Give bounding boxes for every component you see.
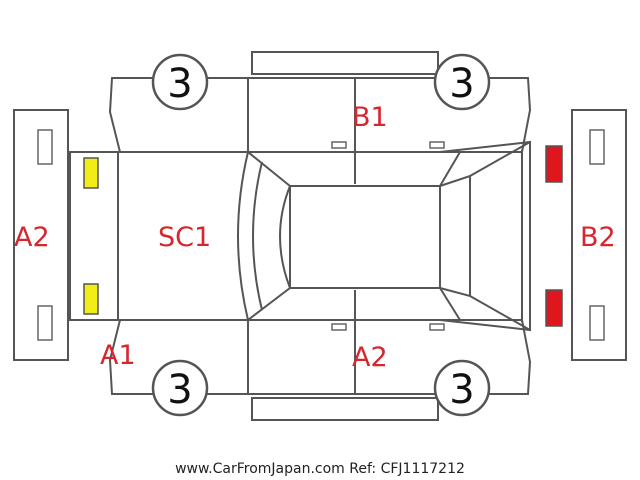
footer-watermark: www.CarFromJapan.com Ref: CFJ1117212 (175, 461, 465, 477)
tire-front-bottom: 3 (151, 359, 209, 417)
rear-bumper-code: B2 (580, 222, 616, 253)
tire-front-top-score: 3 (167, 61, 192, 107)
hood-code: SC1 (158, 222, 211, 253)
top-view-body (69, 140, 531, 332)
bottom-roof-strip (251, 397, 439, 421)
tire-rear-bottom-score: 3 (449, 367, 474, 413)
top-roof-strip (251, 51, 439, 75)
front-bumper-code: A2 (14, 222, 50, 253)
tire-rear-top: 3 (433, 53, 491, 111)
tire-rear-bottom: 3 (433, 359, 491, 417)
tire-rear-top-score: 3 (449, 61, 474, 107)
tire-front-top: 3 (151, 53, 209, 111)
top-doors-code: B1 (352, 102, 388, 133)
front-light-bottom (83, 283, 99, 315)
front-bumper (13, 109, 69, 361)
front-corner-code: A1 (100, 340, 136, 371)
bottom-doors-code: A2 (352, 342, 388, 373)
rear-light-bottom (545, 289, 563, 327)
tire-front-bottom-score: 3 (167, 367, 192, 413)
rear-light-top (545, 145, 563, 183)
rear-bumper (571, 109, 627, 361)
front-light-top (83, 157, 99, 189)
